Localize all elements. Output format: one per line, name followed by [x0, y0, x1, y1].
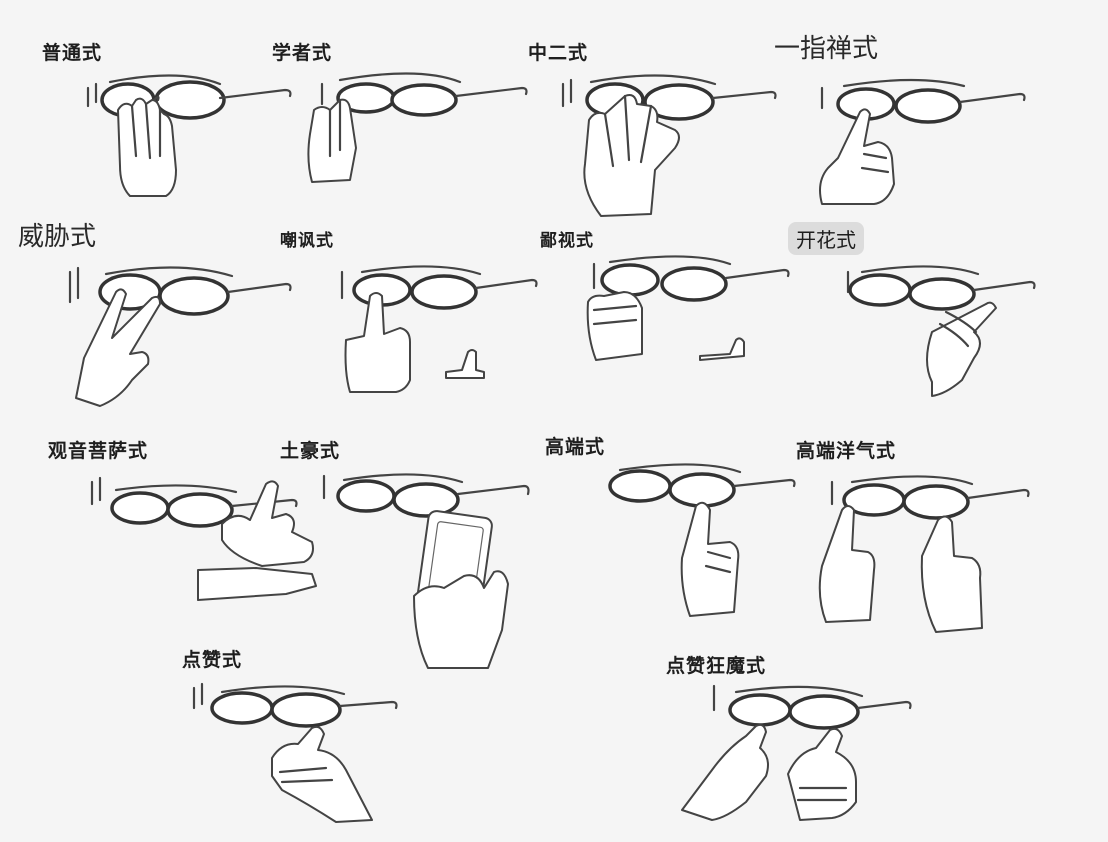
glasses-icon — [90, 476, 317, 601]
glasses-icon — [192, 682, 398, 823]
glasses-icon — [68, 266, 292, 407]
gesture-label-g11: 高端式 — [545, 436, 606, 458]
glasses-icon — [307, 72, 528, 183]
gesture-label-g2: 学者式 — [272, 42, 333, 64]
gesture-label-g4: 一指禅式 — [774, 34, 879, 64]
glasses-icon — [818, 475, 1030, 633]
gesture-label-g3: 中二式 — [528, 42, 589, 64]
gesture-label-g5: 威胁式 — [18, 222, 97, 252]
gesture-label-g12: 高端洋气式 — [796, 440, 897, 462]
gesture-label-g8: 开花式 — [788, 222, 864, 255]
gesture-label-g14: 点赞狂魔式 — [666, 655, 767, 677]
gesture-label-g10: 土豪式 — [280, 440, 341, 462]
gesture-label-g1: 普通式 — [42, 42, 103, 64]
glasses-icon — [586, 255, 790, 361]
glasses-icon — [846, 265, 1036, 397]
gesture-label-g13: 点赞式 — [182, 649, 243, 671]
glasses-icon — [681, 684, 912, 821]
glasses-icon — [86, 74, 292, 197]
glasses-icon — [819, 78, 1026, 205]
glasses-icon — [608, 463, 796, 617]
glasses-icon — [322, 473, 530, 669]
gesture-label-g7: 鄙视式 — [540, 231, 594, 251]
gesture-label-g6: 嘲讽式 — [280, 231, 334, 251]
gesture-label-g9: 观音菩萨式 — [48, 440, 149, 462]
glasses-icon — [561, 74, 777, 217]
glasses-icon — [340, 265, 538, 393]
